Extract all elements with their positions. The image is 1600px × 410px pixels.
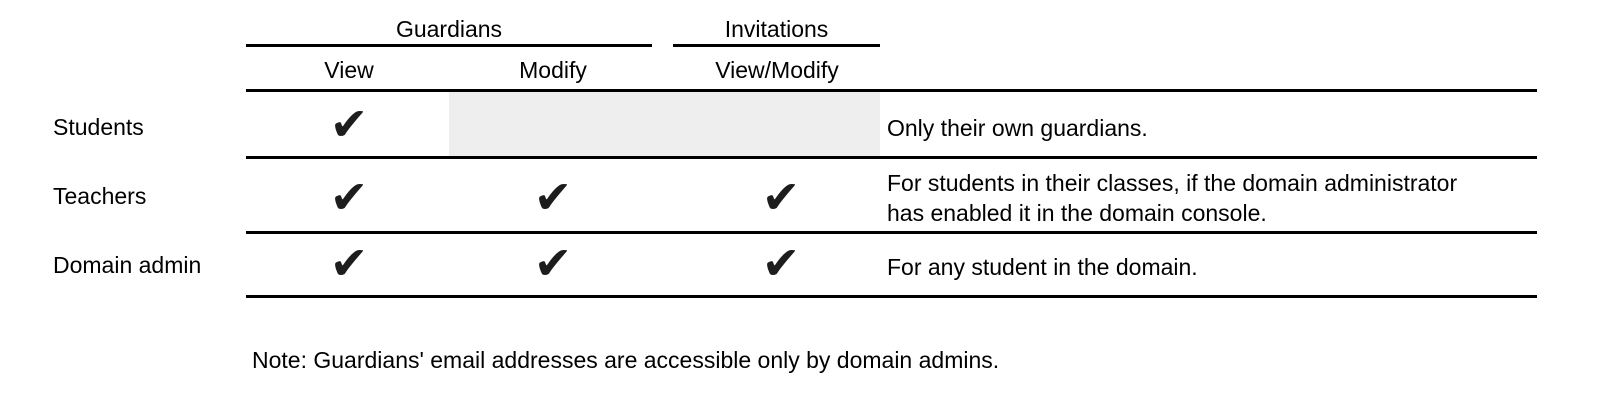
invitations-underline	[673, 44, 880, 47]
checkmark-icon: ✔	[329, 236, 369, 290]
rule-domain-admin-bottom	[246, 295, 1537, 298]
group-header-guardians: Guardians	[395, 16, 503, 42]
row-label-domain-admin: Domain admin	[53, 252, 202, 278]
column-header-view-modify: View/Modify	[715, 57, 839, 83]
checkmark-icon: ✔	[329, 97, 369, 151]
disabled-cell-students	[449, 92, 880, 156]
rule-teachers-bottom	[246, 231, 1537, 234]
column-header-view: View	[324, 57, 374, 83]
guardians-underline	[246, 44, 652, 47]
group-header-invitations: Invitations	[724, 16, 829, 42]
checkmark-icon: ✔	[533, 170, 573, 224]
note-line: For any student in the domain.	[887, 254, 1198, 280]
row-note-teachers: For students in their classes, if the do…	[887, 168, 1547, 228]
rule-students-bottom	[246, 156, 1537, 159]
note-line: For students in their classes, if the do…	[887, 170, 1458, 196]
column-header-modify: Modify	[519, 57, 587, 83]
checkmark-icon: ✔	[761, 170, 801, 224]
note-line: has enabled it in the domain console.	[887, 200, 1267, 226]
checkmark-icon	[756, 100, 806, 148]
footnote: Note: Guardians' email addresses are acc…	[252, 347, 1000, 373]
checkmark-icon	[528, 100, 578, 148]
checkmark-icon: ✔	[761, 236, 801, 290]
checkmark-icon: ✔	[329, 170, 369, 224]
row-label-teachers: Teachers	[53, 183, 147, 209]
row-note-domain-admin: For any student in the domain.	[887, 252, 1547, 282]
rule-header-bottom	[246, 89, 1537, 92]
note-line: Only their own guardians.	[887, 115, 1148, 141]
row-note-students: Only their own guardians.	[887, 113, 1547, 143]
row-label-students: Students	[53, 114, 144, 140]
checkmark-icon: ✔	[533, 236, 573, 290]
